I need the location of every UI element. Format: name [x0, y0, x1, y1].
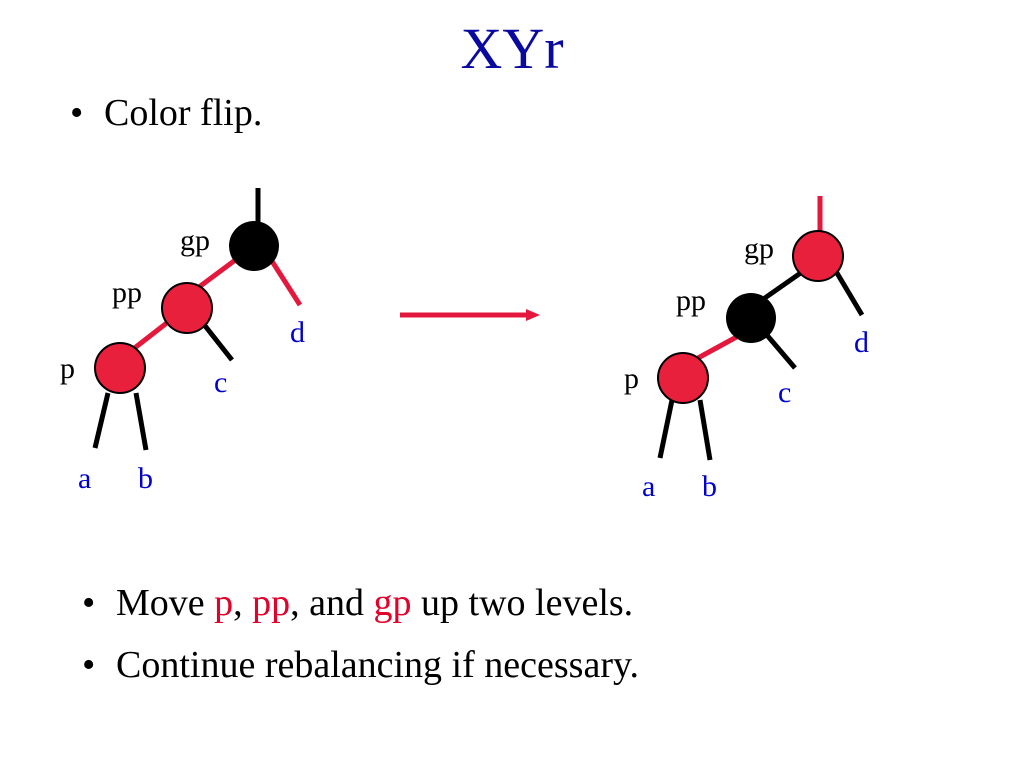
label-p-after: p [624, 362, 639, 395]
bullet-glyph: • [70, 92, 84, 134]
node-p-after [657, 352, 709, 404]
leaf-b-before: b [138, 462, 153, 495]
bullet-move: • Move p, pp, and gp up two levels. [82, 584, 633, 622]
bullet-glyph: • [82, 644, 96, 686]
edge-gp-d [265, 253, 303, 307]
edge-pp-p-after [696, 331, 744, 361]
edge-p-b-after [697, 399, 713, 461]
edge-gp-pp [193, 255, 240, 293]
bullet-color-flip: • Color flip. [70, 94, 262, 132]
edge-p-a [92, 392, 111, 449]
move-text-sep1: , [233, 582, 253, 624]
bullet-continue: • Continue rebalancing if necessary. [82, 646, 639, 684]
arrow-head-icon [526, 309, 540, 321]
edge-gp-pp-after [760, 269, 804, 303]
move-text-post: up two levels. [411, 582, 634, 624]
bullet-text: Color flip. [104, 92, 263, 134]
transform-arrow [400, 309, 540, 321]
move-text-pp: pp [252, 582, 291, 624]
edge-gp-d-after [831, 266, 865, 317]
label-gp-after: gp [744, 232, 774, 265]
bullet-glyph: • [82, 582, 96, 624]
move-text-pre: Move [116, 582, 215, 624]
move-text-p: p [214, 582, 234, 624]
node-pp-before [161, 282, 213, 334]
rotation-diagram: gp pp p a b c d gp pp p a b c d [60, 188, 869, 503]
leaf-c-after: c [778, 376, 791, 409]
label-pp-after: pp [676, 284, 706, 317]
node-p-before [94, 342, 146, 394]
label-pp-before: pp [112, 276, 142, 309]
label-gp-before: gp [180, 224, 210, 257]
bullet-text: Continue rebalancing if necessary. [116, 644, 640, 686]
edge-pp-c-after [764, 332, 797, 370]
edge-pp-p [130, 320, 170, 352]
leaf-c-before: c [214, 366, 227, 399]
edge-p-b [133, 392, 149, 451]
node-gp-after [792, 230, 844, 282]
leaf-b-after: b [702, 470, 717, 503]
move-text-sep2: , and [290, 582, 374, 624]
leaf-a-after: a [642, 470, 655, 503]
move-text-gp: gp [373, 582, 412, 624]
leaf-a-before: a [78, 462, 91, 495]
leaf-d-before: d [290, 316, 305, 349]
label-p-before: p [60, 352, 75, 385]
node-pp-after [726, 293, 776, 343]
leaf-d-after: d [854, 326, 869, 359]
edge-p-a-after [657, 399, 675, 459]
node-gp-before [229, 221, 279, 271]
edge-pp-c [200, 320, 234, 362]
tree-after: gp pp p a b c d [624, 196, 869, 503]
slide-title: XYr [460, 16, 564, 81]
tree-before: gp pp p a b c d [60, 188, 305, 495]
